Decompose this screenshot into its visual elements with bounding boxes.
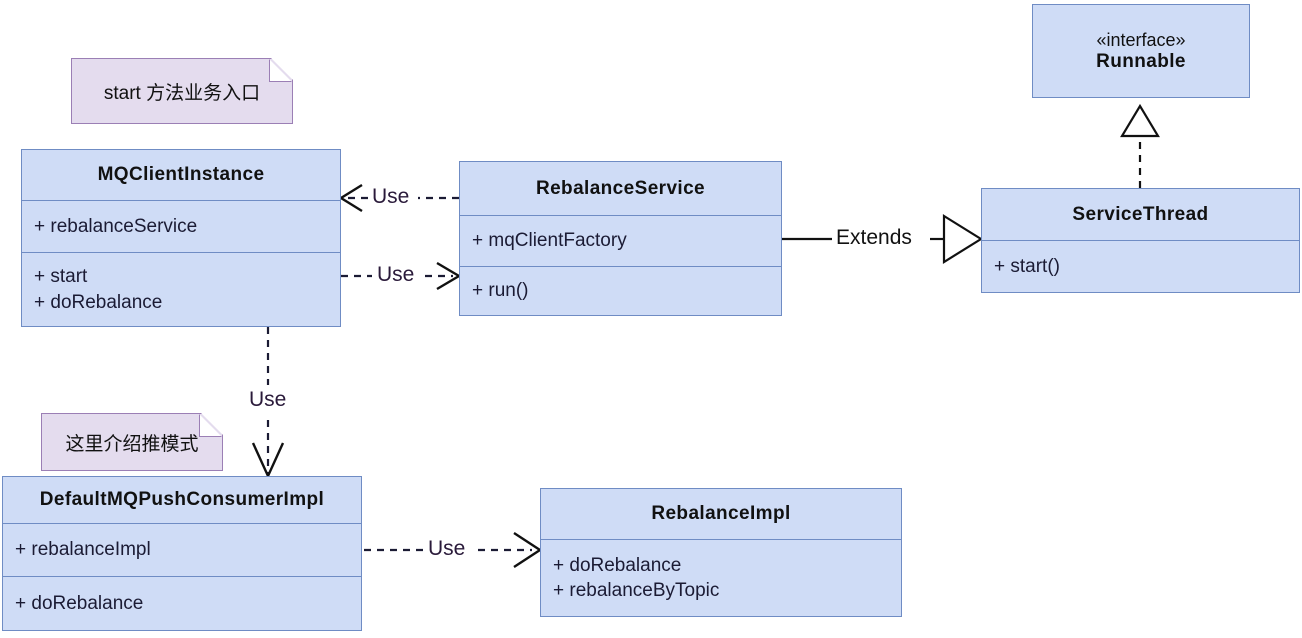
class-name-rebalanceimpl: RebalanceImpl [651,503,791,524]
class-attributes-compartment: + rebalanceService [22,200,340,252]
class-method: + start [34,266,88,288]
class-methods-compartment: + doRebalance + rebalanceByTopic [541,539,901,616]
class-method: + run() [472,280,529,302]
class-name-mqclientinstance: MQClientInstance [97,164,265,185]
class-methods-compartment: + run() [460,266,781,315]
note-start-entry-text: start 方法业务入口 [103,82,261,104]
class-title-compartment: «interface» Runnable [1033,5,1249,97]
class-method: + rebalanceByTopic [553,580,720,601]
edge-label-extends-rebalanceservice-to-servicethread: Extends [833,226,915,250]
class-methods-compartment: + start() [982,240,1299,292]
edge-label-use-rebalanceservice-to-mqclientinstance: Use [369,185,413,209]
class-box-mqclientinstance[interactable]: MQClientInstance + rebalanceService + st… [21,149,341,327]
class-box-defaultmqpushconsumerimpl[interactable]: DefaultMQPushConsumerImpl + rebalanceImp… [2,476,362,631]
class-box-rebalanceservice[interactable]: RebalanceService + mqClientFactory + run… [459,161,782,316]
class-attributes-compartment: + rebalanceImpl [3,523,361,576]
note-push-mode: 这里介绍推模式 [41,413,223,471]
class-title-compartment: MQClientInstance [22,150,340,200]
class-method: + doRebalance [553,554,682,576]
class-attribute: + rebalanceImpl [15,539,151,561]
edge-label-use-mqclientinstance-to-defaultmqpushconsumerimpl: Use [246,388,290,412]
class-method: + doRebalance [34,291,163,313]
class-attributes-compartment: + mqClientFactory [460,215,781,266]
class-box-runnable[interactable]: «interface» Runnable [1032,4,1250,98]
stereotype-interface: «interface» [1096,29,1186,50]
class-methods-compartment: + start + doRebalance [22,252,340,326]
note-fold-corner-icon [199,414,222,437]
note-start-entry: start 方法业务入口 [71,58,293,124]
class-name-rebalanceservice: RebalanceService [535,177,706,199]
note-fold-corner-icon [269,59,292,82]
class-title-compartment: RebalanceService [460,162,781,215]
edge-label-use-mqclientinstance-to-rebalanceservice: Use [374,263,418,287]
class-method: + doRebalance [15,592,144,614]
class-attribute: + mqClientFactory [472,230,627,252]
connector-servicethread-implements-runnable [1120,103,1160,188]
class-box-servicethread[interactable]: ServiceThread + start() [981,188,1300,293]
class-name-servicethread: ServiceThread [1072,203,1209,225]
class-attribute: + rebalanceService [34,215,198,237]
class-title-compartment: DefaultMQPushConsumerImpl [3,477,361,523]
class-method: + start() [994,255,1060,277]
note-push-mode-text: 这里介绍推模式 [65,433,199,455]
class-name-defaultmqpushconsumerimpl: DefaultMQPushConsumerImpl [39,489,325,510]
class-title-compartment: ServiceThread [982,189,1299,240]
class-name-runnable: Runnable [1096,51,1186,73]
class-box-rebalanceimpl[interactable]: RebalanceImpl + doRebalance + rebalanceB… [540,488,902,617]
class-methods-compartment: + doRebalance [3,576,361,630]
edge-label-use-defaultmqpushconsumerimpl-to-rebalanceimpl: Use [425,537,469,561]
class-title-compartment: RebalanceImpl [541,489,901,539]
